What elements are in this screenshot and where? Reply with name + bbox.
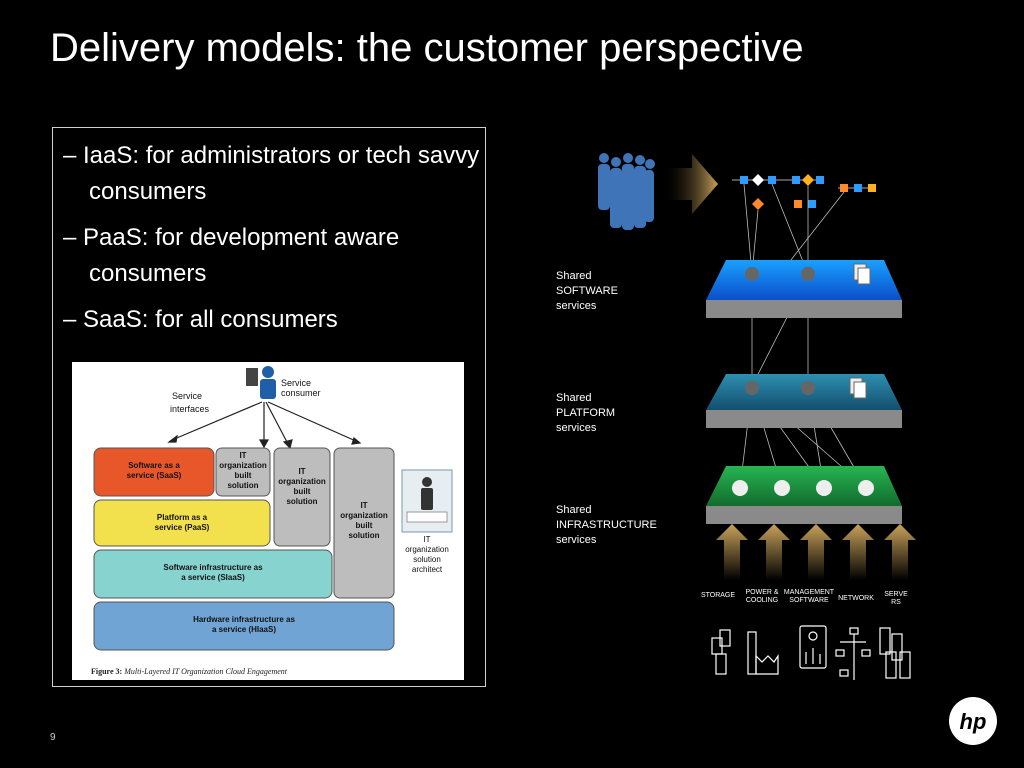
infrastructure-layer-platform [706, 466, 902, 524]
software-layer-platform [706, 260, 902, 318]
saas-box [93, 447, 215, 497]
power-cooling-icon [747, 631, 779, 675]
management-software-icon [799, 625, 827, 669]
category-management-software: MANAGEMENT SOFTWARE [783, 589, 835, 604]
storage-icon [711, 629, 731, 675]
paas-box [93, 499, 271, 547]
layered-services-svg [598, 153, 916, 680]
category-power-cooling: POWER & COOLING [745, 589, 779, 604]
service-consumer-icon [246, 366, 276, 399]
network-icon [835, 627, 871, 680]
slide-title: Delivery models: the customer perspectiv… [50, 26, 804, 70]
platform-layer-label: Shared PLATFORM services [556, 392, 616, 434]
bullet-iaas: – IaaS: for administrators or tech savvy… [63, 142, 480, 205]
architect-icon [401, 469, 453, 533]
layered-cloud-figure: Service consumer Service interfaces [72, 362, 464, 680]
platform-layer-platform [706, 374, 902, 428]
service-consumer-word2: consumer [281, 388, 321, 398]
svg-text:hp: hp [960, 709, 987, 734]
hiaas-box [93, 601, 395, 651]
software-layer-label: Shared SOFTWARE services [556, 270, 618, 312]
figure-caption: Figure 3: Multi-Layered IT Organization … [91, 667, 287, 676]
figure-caption-text: Multi-Layered IT Organization Cloud Enga… [124, 667, 287, 676]
hp-logo: hp [949, 697, 997, 745]
category-network: NETWORK [838, 595, 874, 602]
connection-lines [739, 183, 867, 489]
it-built-box-1 [215, 447, 271, 497]
page-number: 9 [50, 732, 56, 743]
interface-arrows [167, 401, 362, 450]
siaas-box [93, 549, 333, 599]
figure-svg: Service consumer Service interfaces [93, 366, 453, 651]
category-servers: SERVERS [884, 591, 908, 606]
bullet-panel: – IaaS: for administrators or tech savvy… [52, 127, 486, 687]
service-consumer-label: Service consumer [281, 378, 321, 398]
resource-icons [711, 625, 911, 680]
layered-services-diagram: Shared SOFTWARE services Shared PLATFORM… [540, 140, 920, 700]
process-flow-icons [732, 174, 876, 210]
service-interfaces-label: Service interfaces [170, 391, 210, 414]
service-consumer-word1: Service [281, 378, 311, 388]
bullet-saas: – SaaS: for all consumers [63, 306, 338, 333]
it-built-box-3 [333, 447, 395, 599]
resource-up-arrows [716, 524, 916, 580]
it-built-box-2 [273, 447, 331, 547]
bullet-paas: – PaaS: for development aware consumers [63, 224, 400, 287]
infrastructure-layer-label: Shared INFRASTRUCTURE services [556, 504, 657, 546]
category-storage: STORAGE [700, 592, 736, 599]
bullet-list: – IaaS: for administrators or tech savvy… [63, 138, 483, 348]
consumers-group-icon [598, 153, 655, 230]
arrow-right-icon [662, 154, 718, 214]
figure-caption-label: Figure 3: [91, 667, 123, 676]
servers-icon [879, 627, 911, 679]
